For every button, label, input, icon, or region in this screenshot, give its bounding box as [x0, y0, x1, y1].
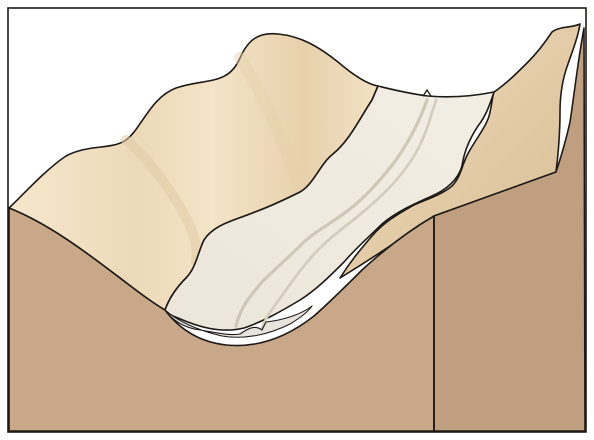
- valley-block-diagram-svg: [0, 0, 594, 440]
- valley-block-diagram: [0, 0, 594, 440]
